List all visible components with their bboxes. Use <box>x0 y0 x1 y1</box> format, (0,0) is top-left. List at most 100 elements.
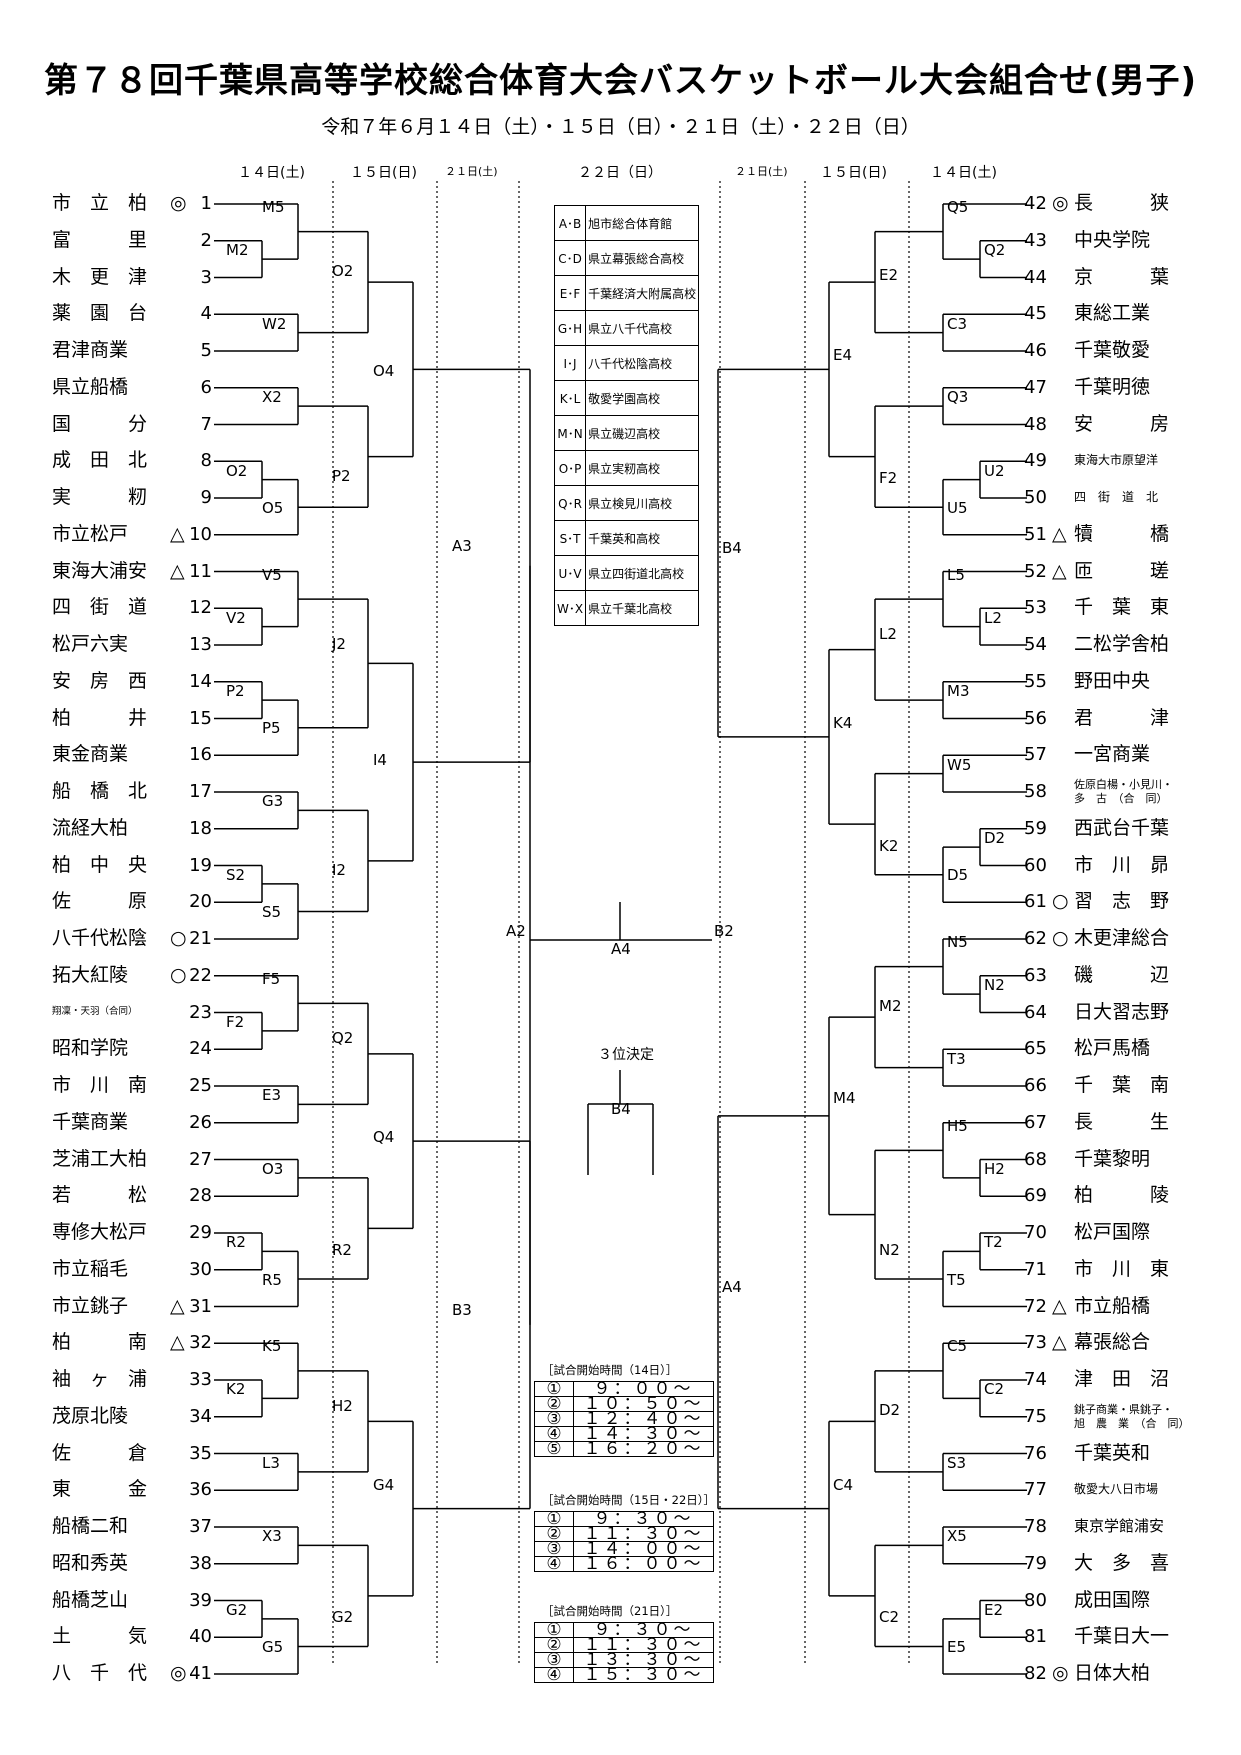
match-label: G4 <box>373 1475 395 1494</box>
match-label: T3 <box>947 1049 966 1068</box>
match-label: I4 <box>373 750 387 769</box>
team-number: 39 <box>189 1589 212 1611</box>
venue-name: 県立四街道北高校 <box>585 555 700 591</box>
match-label: G5 <box>262 1638 284 1656</box>
team-number: 34 <box>189 1405 212 1427</box>
match-label: H2 <box>984 1159 1005 1178</box>
match-label: M2 <box>226 241 249 260</box>
match-label: K5 <box>262 1337 282 1356</box>
team-name: 四 街 道 北 <box>1074 490 1159 504</box>
match-label: D2 <box>984 829 1006 848</box>
team-name: 富 里 <box>52 228 148 251</box>
match-label: F5 <box>262 969 281 988</box>
team-name: 東京学館浦安 <box>1074 1517 1165 1535</box>
slot-number: ④ <box>534 1556 574 1573</box>
day-header-left-15: １５日(日) <box>350 165 417 181</box>
match-label: Q2 <box>984 241 1006 260</box>
match-label: W2 <box>262 314 287 333</box>
venue-name: 県立検見川高校 <box>585 485 700 521</box>
match-label: M2 <box>879 996 902 1015</box>
team-number: 25 <box>189 1075 212 1096</box>
team-name: 市 立 柏 <box>52 192 148 214</box>
team-number: 14 <box>189 670 212 692</box>
team-number: 37 <box>189 1516 212 1537</box>
team-number: 3 <box>200 266 212 288</box>
team-number: 33 <box>189 1369 212 1390</box>
team-number: 56 <box>1024 707 1047 729</box>
match-label: C2 <box>879 1608 900 1627</box>
venue-name: 県立磯辺高校 <box>585 415 700 451</box>
seed-mark: △ <box>1052 1294 1067 1317</box>
team-name: 柏 南 <box>52 1331 148 1354</box>
page-title: 第７８回千葉県高等学校総合体育大会バスケットボール大会組合せ(男子) <box>43 61 1198 101</box>
match-label: Q5 <box>947 198 969 216</box>
match-label: W5 <box>947 755 972 774</box>
day-header-center-22: ２２日（日） <box>578 165 662 181</box>
team-number: 57 <box>1024 744 1047 766</box>
team-number: 55 <box>1024 670 1047 692</box>
team-number: 79 <box>1024 1552 1047 1574</box>
match-label: U5 <box>947 498 968 517</box>
team-number: 47 <box>1024 376 1047 398</box>
team-number: 49 <box>1024 450 1047 472</box>
team-number: 46 <box>1024 340 1047 361</box>
schedule-caption: ［試合開始時間（21日）］ <box>542 1604 678 1618</box>
team-name: 市立松戸 <box>52 522 129 545</box>
slot-number: ① <box>534 1381 574 1398</box>
seed-mark: △ <box>1052 522 1067 545</box>
match-label: R2 <box>226 1233 246 1252</box>
team-name: 津 田 沼 <box>1074 1368 1170 1390</box>
team-number: 28 <box>189 1185 212 1207</box>
match-label: K4 <box>833 714 853 733</box>
team-name: 市 川 東 <box>1074 1257 1170 1280</box>
match-label: M5 <box>262 198 285 216</box>
team-number: 82 <box>1024 1663 1047 1684</box>
team-name: 柏 井 <box>52 706 148 729</box>
team-name: 国 分 <box>52 412 148 435</box>
seed-mark: ◎ <box>170 192 187 214</box>
slot-number: ⑤ <box>534 1441 574 1458</box>
match-label: L3 <box>262 1453 280 1472</box>
team-name: 八千代松陰 <box>52 927 148 949</box>
match-label: A4 <box>722 1277 742 1296</box>
team-name: 安 房 西 <box>52 669 148 692</box>
match-label: E4 <box>833 346 853 365</box>
slot-number: ② <box>534 1396 574 1413</box>
team-number: 18 <box>189 817 212 839</box>
team-number: 45 <box>1024 303 1047 325</box>
seed-mark: ○ <box>1052 890 1069 913</box>
team-name: 千葉敬愛 <box>1074 339 1151 361</box>
team-name: 東 金 <box>52 1478 148 1501</box>
day-header-left-14: １４日(土) <box>238 165 305 181</box>
venue-courts: K･L <box>553 380 587 416</box>
team-name: 袖 ヶ 浦 <box>52 1368 148 1390</box>
match-label: U2 <box>984 461 1005 480</box>
match-label: Q4 <box>373 1127 395 1146</box>
schedule-caption: ［試合開始時間（15日・22日）］ <box>542 1493 716 1507</box>
team-name: 安 房 <box>1074 412 1170 435</box>
team-number: 15 <box>189 707 212 729</box>
team-name: 幕張総合 <box>1074 1331 1151 1354</box>
match-label: S3 <box>947 1453 967 1472</box>
team-name: 君 津 <box>1074 706 1170 729</box>
match-label: H2 <box>332 1396 353 1415</box>
match-label: X2 <box>262 388 282 407</box>
venue-courts: C･D <box>553 240 587 276</box>
team-number: 52 <box>1024 560 1047 582</box>
match-label: C2 <box>984 1380 1005 1399</box>
seed-mark: ○ <box>170 963 187 986</box>
venue-name: 県立千葉北高校 <box>585 590 700 626</box>
team-name: 日大習志野 <box>1074 1000 1170 1023</box>
team-number: 41 <box>189 1663 212 1684</box>
team-name: 千葉英和 <box>1074 1441 1151 1464</box>
match-label: B2 <box>714 922 734 940</box>
team-number: 17 <box>189 781 212 802</box>
team-number: 54 <box>1024 634 1047 655</box>
match-label: P2 <box>226 682 245 701</box>
